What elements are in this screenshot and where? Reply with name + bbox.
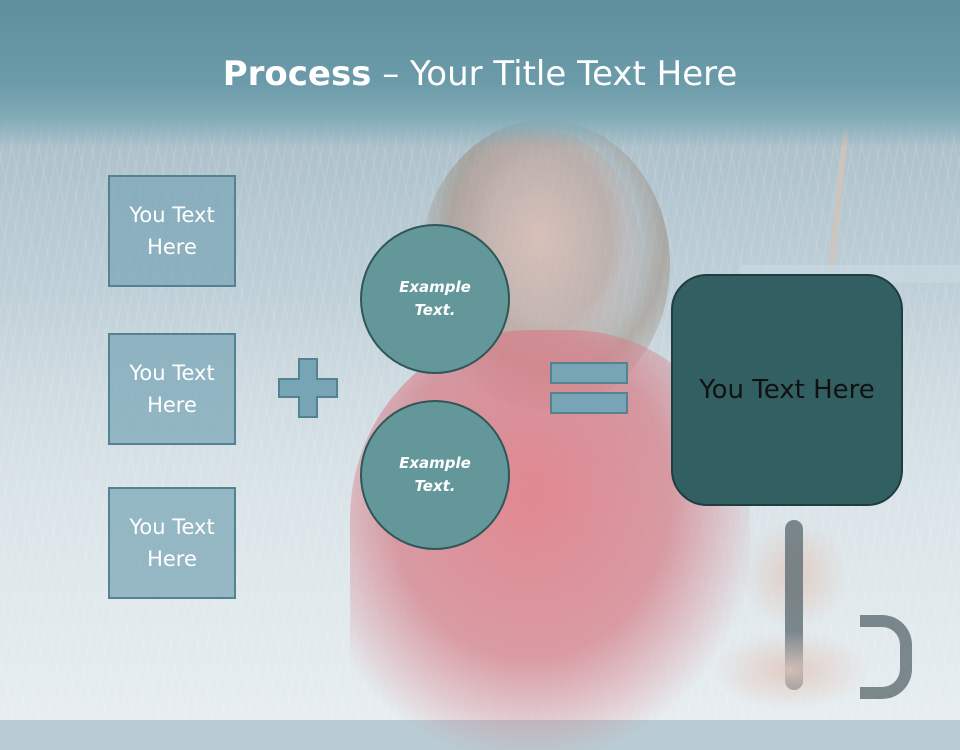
input-box-text: You Text Here — [129, 511, 214, 575]
photo-umbrella-hook — [860, 615, 912, 699]
input-box-1[interactable]: You Text Here — [108, 175, 236, 287]
result-box[interactable]: You Text Here — [671, 274, 903, 506]
input-box-line2: Here — [147, 547, 197, 571]
input-box-line1: You Text — [129, 515, 215, 539]
input-box-line2: Here — [147, 235, 197, 259]
input-box-line1: You Text — [129, 203, 215, 227]
circle-line1: Example — [399, 278, 471, 296]
circle-line1: Example — [399, 454, 471, 472]
photo-hand-lower — [710, 630, 870, 710]
input-box-text: You Text Here — [129, 357, 214, 421]
slide-title[interactable]: Process – Your Title Text Here — [0, 52, 960, 96]
equals-icon — [550, 362, 628, 414]
title-rest: – Your Title Text Here — [371, 54, 738, 94]
input-box-3[interactable]: You Text Here — [108, 487, 236, 599]
plus-icon — [278, 358, 338, 418]
circle-line2: Text. — [414, 477, 456, 495]
input-box-2[interactable]: You Text Here — [108, 333, 236, 445]
circle-line2: Text. — [414, 301, 456, 319]
title-bar: Process – Your Title Text Here — [0, 0, 960, 148]
result-text: You Text Here — [699, 375, 875, 405]
input-box-line1: You Text — [129, 361, 215, 385]
example-circle-1[interactable]: Example Text. — [360, 224, 510, 374]
circle-text: Example Text. — [399, 452, 471, 498]
example-circle-2[interactable]: Example Text. — [360, 400, 510, 550]
input-box-line2: Here — [147, 393, 197, 417]
circle-text: Example Text. — [399, 276, 471, 322]
title-bold: Process — [222, 54, 372, 94]
input-box-text: You Text Here — [129, 199, 214, 263]
